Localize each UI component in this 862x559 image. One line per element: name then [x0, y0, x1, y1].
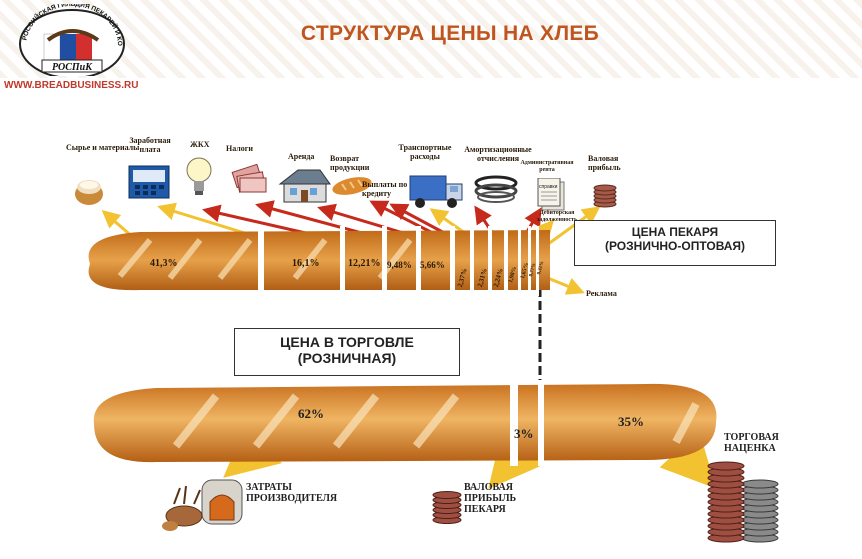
- belts-icon: [472, 173, 520, 208]
- light-bulb-icon: [184, 155, 214, 204]
- bakery-price-line1: ЦЕНА ПЕКАРЯ: [631, 225, 719, 239]
- page-title: СТРУКТУРА ЦЕНЫ НА ХЛЕБ: [300, 22, 600, 45]
- pct-retail-bakery-profit: 3%: [514, 426, 534, 441]
- label-depreciation: Амортизационные отчисления: [464, 145, 532, 163]
- bakery-price-line2: (РОЗНИЧНО-ОПТОВАЯ): [604, 238, 746, 253]
- pct-wages: 16,1%: [292, 258, 320, 269]
- flour-sack-icon: [72, 172, 106, 211]
- site-url-link[interactable]: WWW.BREADBUSINESS.RU: [4, 80, 139, 91]
- document-icon-text: справки: [539, 184, 558, 190]
- label-advertising: Реклама: [586, 289, 617, 298]
- label-utilities: ЖКХ: [190, 140, 210, 149]
- label-taxes: Налоги: [226, 144, 254, 153]
- retail-price-line1: ЦЕНА В ТОРГОВЛЕ: [280, 334, 414, 350]
- retail-price-box: ЦЕНА В ТОРГОВЛЕ (РОЗНИЧНАЯ): [234, 328, 460, 376]
- caption-bakery-profit: ВАЛОВАЯ ПРИБЫЛЬ ПЕКАРЯ: [464, 482, 517, 515]
- label-returns: Возврат продукции: [330, 154, 370, 172]
- label-loans: Выплаты по кредиту: [362, 180, 408, 198]
- retail-bread: 62% 3% 35%: [86, 380, 722, 466]
- document-icon: справки: [536, 178, 566, 212]
- label-transport: Транспортные расходы: [398, 143, 452, 161]
- banknotes-icon: [230, 162, 268, 201]
- bakery-bread-segmented: 41,3% 16,1% 12,21% 9,48% 5,66% 2,37% 2,3…: [80, 226, 550, 296]
- label-rent: Аренда: [288, 152, 315, 161]
- pct-taxes: 9,48%: [387, 260, 412, 270]
- retail-price-line2: (РОЗНИЧНАЯ): [297, 350, 397, 367]
- label-raw-materials: Сырье и материалы: [66, 143, 140, 152]
- logo-abbrev: РОСПиК: [52, 62, 93, 73]
- coins-stack-large-icon: [704, 458, 784, 549]
- bakery-price-box: ЦЕНА ПЕКАРЯ (РОЗНИЧНО-ОПТОВАЯ): [574, 220, 776, 266]
- header-band: [0, 0, 862, 78]
- pct-retail-markup: 35%: [618, 414, 644, 429]
- caption-production-costs: ЗАТРАТЫ ПРОИЗВОДИТЕЛЯ: [246, 482, 338, 504]
- coins-stack-small-icon: [430, 484, 464, 529]
- pct-raw-materials: 41,3%: [150, 258, 178, 269]
- oven-baker-icon: [160, 474, 250, 543]
- label-wages: Заработная плата: [129, 136, 171, 154]
- caption-trade-markup: ТОРГОВАЯ НАЦЕНКА: [724, 432, 779, 454]
- label-admin: Административная рента: [520, 160, 574, 173]
- pct-rent: 5,66%: [420, 260, 445, 270]
- label-gross-profit: Валовая прибыль: [588, 154, 621, 172]
- coins-icon: [592, 178, 618, 213]
- bread-loaf-icon: [330, 172, 374, 203]
- cash-register-icon: [127, 160, 171, 205]
- truck-icon: [408, 172, 466, 215]
- pct-retail-production: 62%: [298, 406, 324, 421]
- guild-logo: РОССИЙСКАЯ ГИЛЬДИЯ ПЕКАРЕЙ И КОНДИТЕРОВ …: [11, 0, 130, 79]
- house-icon: [276, 168, 332, 209]
- label-receivables: Дебиторская задолженность: [536, 210, 578, 223]
- pct-utilities: 12,21%: [348, 258, 381, 269]
